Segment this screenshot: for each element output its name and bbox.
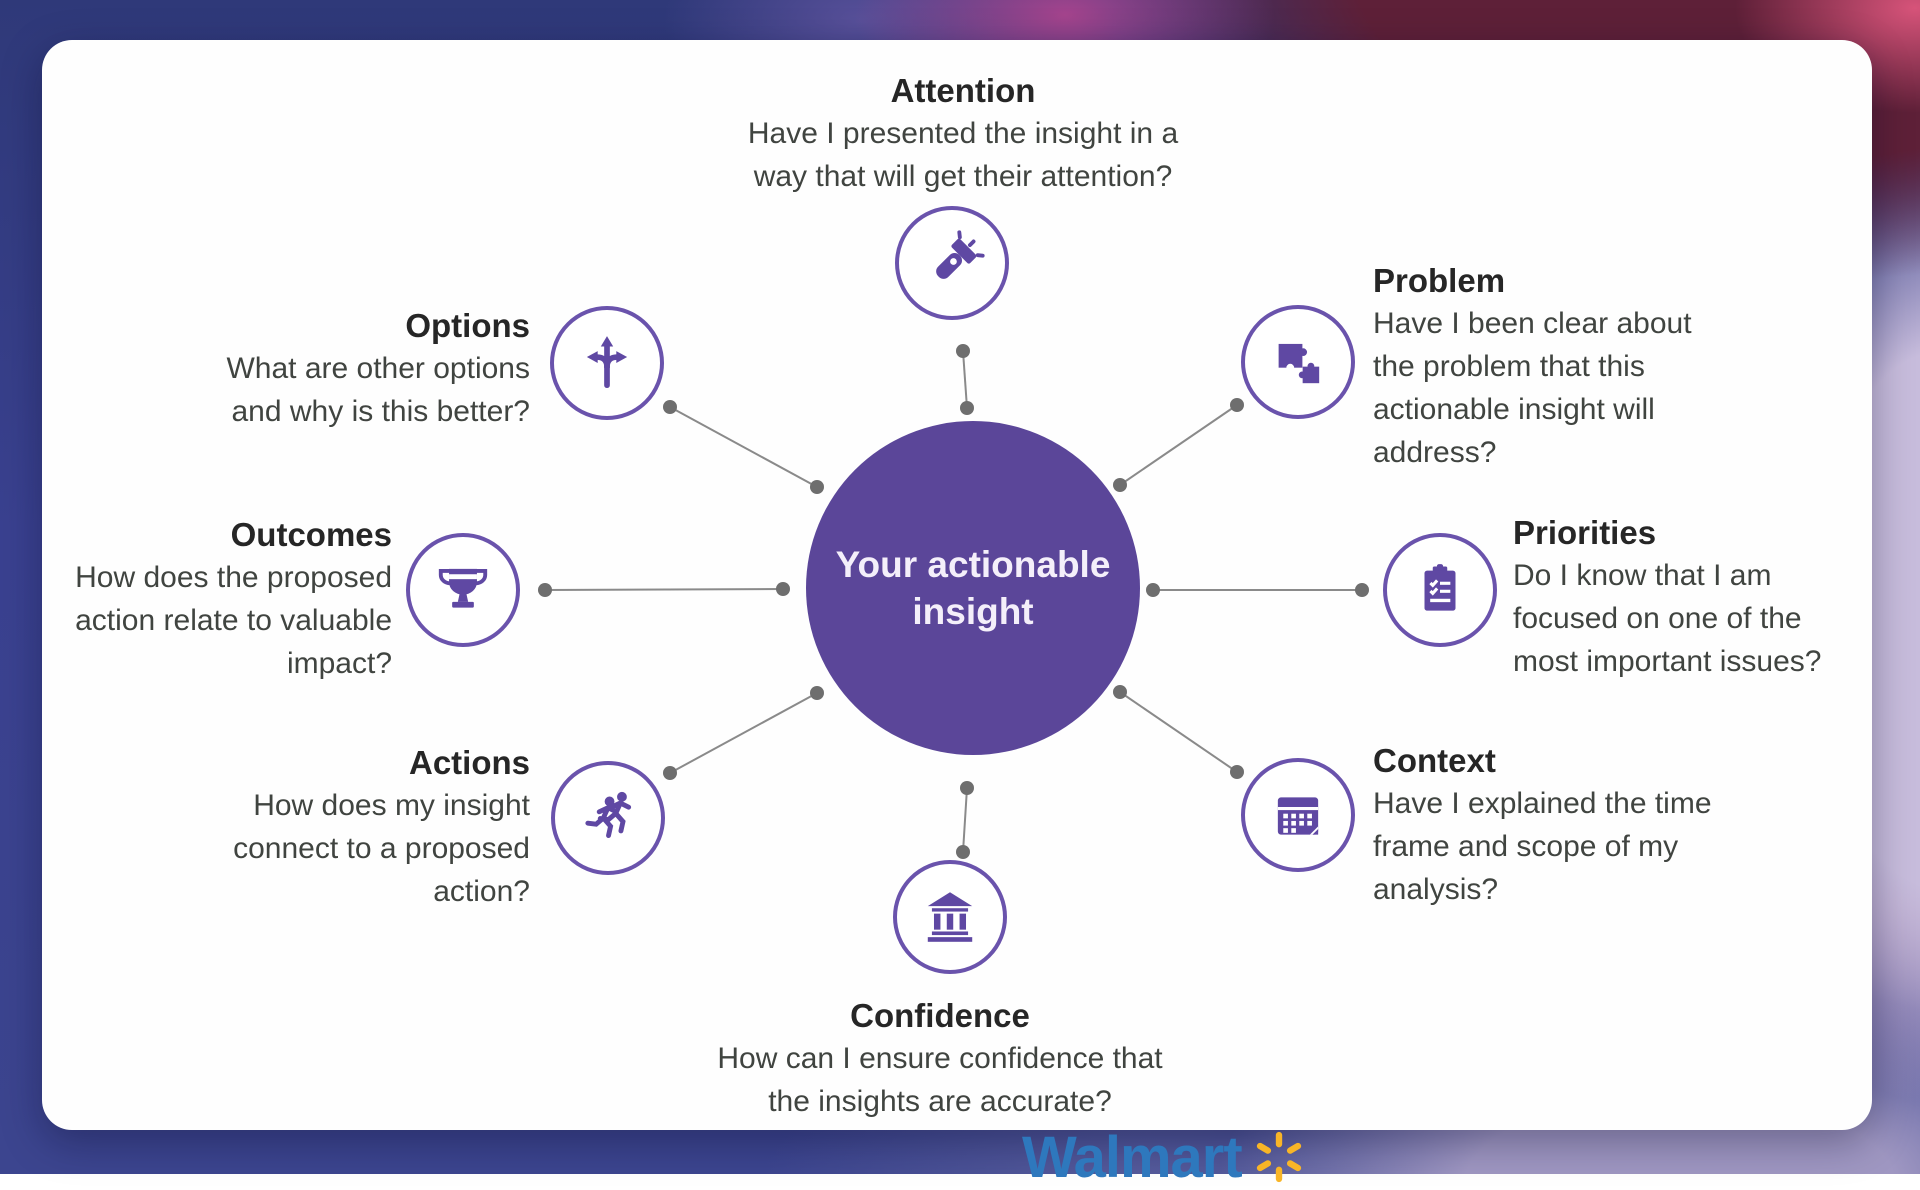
- trophy-icon: [438, 568, 488, 608]
- outcomes-title: Outcomes: [230, 516, 392, 553]
- outcomes-block: Outcomes How does the proposed action re…: [75, 516, 392, 680]
- flashlight-icon: [936, 230, 985, 279]
- running-people-icon: [585, 787, 639, 839]
- walmart-logo: Walmart: [1022, 1128, 1306, 1188]
- clipboard-checklist-icon: [1424, 564, 1456, 611]
- priorities-block: Priorities Do I know that I am focused o…: [1513, 514, 1822, 678]
- puzzle-icon: [1278, 343, 1320, 384]
- priorities-title: Priorities: [1513, 514, 1657, 551]
- actions-title: Actions: [408, 744, 530, 781]
- attention-title: Attention: [890, 72, 1036, 109]
- problem-icon-circle: [1241, 305, 1355, 419]
- context-icon-circle: [1241, 758, 1355, 872]
- problem-title: Problem: [1373, 262, 1506, 299]
- confidence-title: Confidence: [850, 997, 1030, 1034]
- center-label: Your actionable insight: [835, 544, 1111, 632]
- actions-block: Actions How does my insight connect to a…: [233, 744, 530, 908]
- bank-icon: [927, 892, 973, 942]
- options-icon-circle: [550, 306, 664, 420]
- center-circle: Your actionable insight: [806, 421, 1140, 755]
- fork-arrows-icon: [586, 336, 628, 389]
- walmart-wordmark: Walmart: [1022, 1125, 1243, 1190]
- confidence-icon-circle: [893, 860, 1007, 974]
- priorities-icon-circle: [1383, 533, 1497, 647]
- options-block: Options What are other options and why i…: [226, 307, 530, 428]
- walmart-spark-icon: [1256, 1131, 1301, 1183]
- actions-icon-circle: [551, 761, 665, 875]
- problem-block: Problem Have I been clear about the prob…: [1373, 262, 1692, 469]
- attention-icon-circle: [895, 206, 1009, 320]
- context-title: Context: [1373, 742, 1496, 779]
- infographic-card: Your actionable insight Attention Have I…: [42, 40, 1872, 1130]
- context-block: Context Have I explained the time frame …: [1373, 742, 1712, 906]
- outcomes-icon-circle: [406, 533, 520, 647]
- calendar-icon: [1277, 797, 1319, 835]
- attention-block: Attention Have I presented the insight i…: [653, 70, 1273, 198]
- connector-lines: [538, 344, 1369, 859]
- options-title: Options: [405, 307, 530, 344]
- confidence-block: Confidence How can I ensure confidence t…: [630, 995, 1250, 1123]
